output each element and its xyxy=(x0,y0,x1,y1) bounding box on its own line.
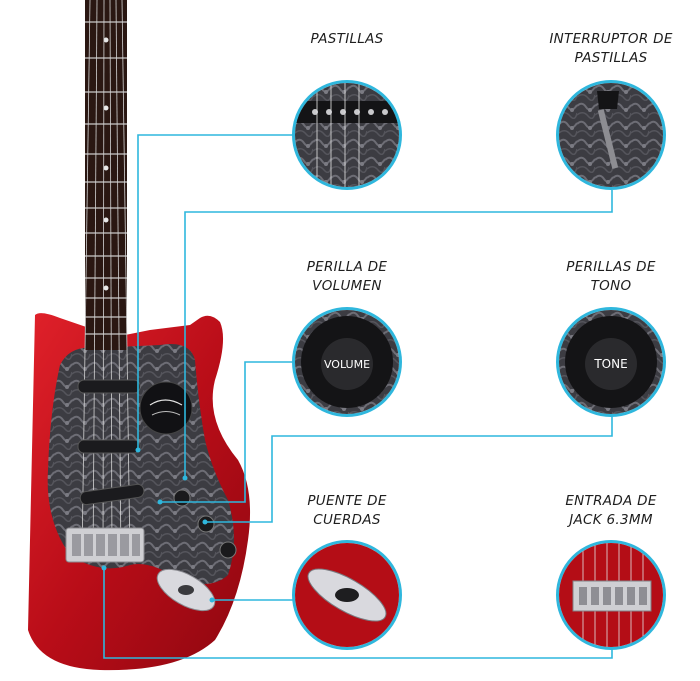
brand-badge xyxy=(139,381,193,435)
label-puente: PUENTE DE CUERDAS xyxy=(262,492,432,530)
label-tono-line1: PERILLAS DE xyxy=(566,259,656,275)
callout-volume-knob: VOLUME xyxy=(292,307,402,417)
label-puente-line2: CUERDAS xyxy=(313,512,381,528)
label-jack-line1: ENTRADA DE xyxy=(565,493,657,509)
label-tono: PERILLAS DE TONO xyxy=(526,258,696,296)
label-volumen: PERILLA DE VOLUMEN xyxy=(262,258,432,296)
tone-knob-label: TONE xyxy=(593,357,627,371)
volume-knob-label: VOLUME xyxy=(324,358,370,371)
label-jack-line2: JACK 6.3MM xyxy=(569,512,653,528)
callout-bridge xyxy=(292,540,402,650)
strings xyxy=(81,0,131,561)
fret-markers xyxy=(103,37,109,291)
label-jack: ENTRADA DE JACK 6.3MM xyxy=(526,492,696,530)
callout-tone-knob: TONE xyxy=(556,307,666,417)
label-volumen-line2: VOLUMEN xyxy=(312,278,382,294)
label-tono-line2: TONO xyxy=(590,278,632,294)
label-interruptor: INTERRUPTOR DE PASTILLAS xyxy=(526,30,696,68)
callout-pickup-switch xyxy=(556,80,666,190)
label-pastillas: PASTILLAS xyxy=(262,30,432,49)
label-interruptor-line2: PASTILLAS xyxy=(574,50,648,66)
callout-jack xyxy=(556,540,666,650)
frets xyxy=(85,21,127,335)
label-interruptor-line1: INTERRUPTOR DE xyxy=(549,31,673,47)
label-volumen-line1: PERILLA DE xyxy=(306,259,388,275)
label-puente-line1: PUENTE DE xyxy=(307,493,387,509)
callout-pickups xyxy=(292,80,402,190)
label-pastillas-line1: PASTILLAS xyxy=(310,31,384,47)
